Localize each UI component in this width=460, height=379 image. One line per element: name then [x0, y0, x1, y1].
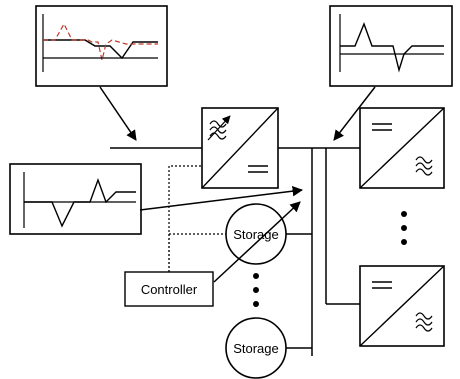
- variable-arrow: [213, 201, 301, 283]
- arrow-top-left: [99, 86, 137, 141]
- converter-dc-ac-icon: [372, 123, 433, 176]
- waveform-trace-dashed: [43, 22, 158, 61]
- vertical-dots-icon: [253, 273, 259, 307]
- converter-ac-dc-icon: [207, 115, 268, 173]
- storage-1: Storage: [225, 203, 287, 265]
- control-signal-lines: [168, 165, 226, 272]
- arrow-left: [139, 185, 304, 211]
- arrow-top-right: [333, 86, 376, 141]
- converter-dc-ac-2: [359, 265, 445, 347]
- converter-dc-ac-1: [359, 107, 445, 189]
- waveform-inset-top-left: [35, 5, 168, 87]
- converter-ac-dc: [201, 107, 279, 189]
- vertical-dots-icon: [401, 211, 407, 245]
- storage-1-label: Storage: [233, 227, 279, 242]
- waveform-inset-top-right: [329, 5, 453, 87]
- storage-2-label: Storage: [233, 341, 279, 356]
- waveform-trace-solid: [43, 39, 158, 60]
- waveform-inset-left: [9, 163, 142, 235]
- storage-2: Storage: [225, 317, 287, 379]
- converter-dc-ac-icon: [372, 281, 433, 332]
- controller-label: Controller: [141, 282, 198, 297]
- controller-box: Controller: [124, 271, 214, 307]
